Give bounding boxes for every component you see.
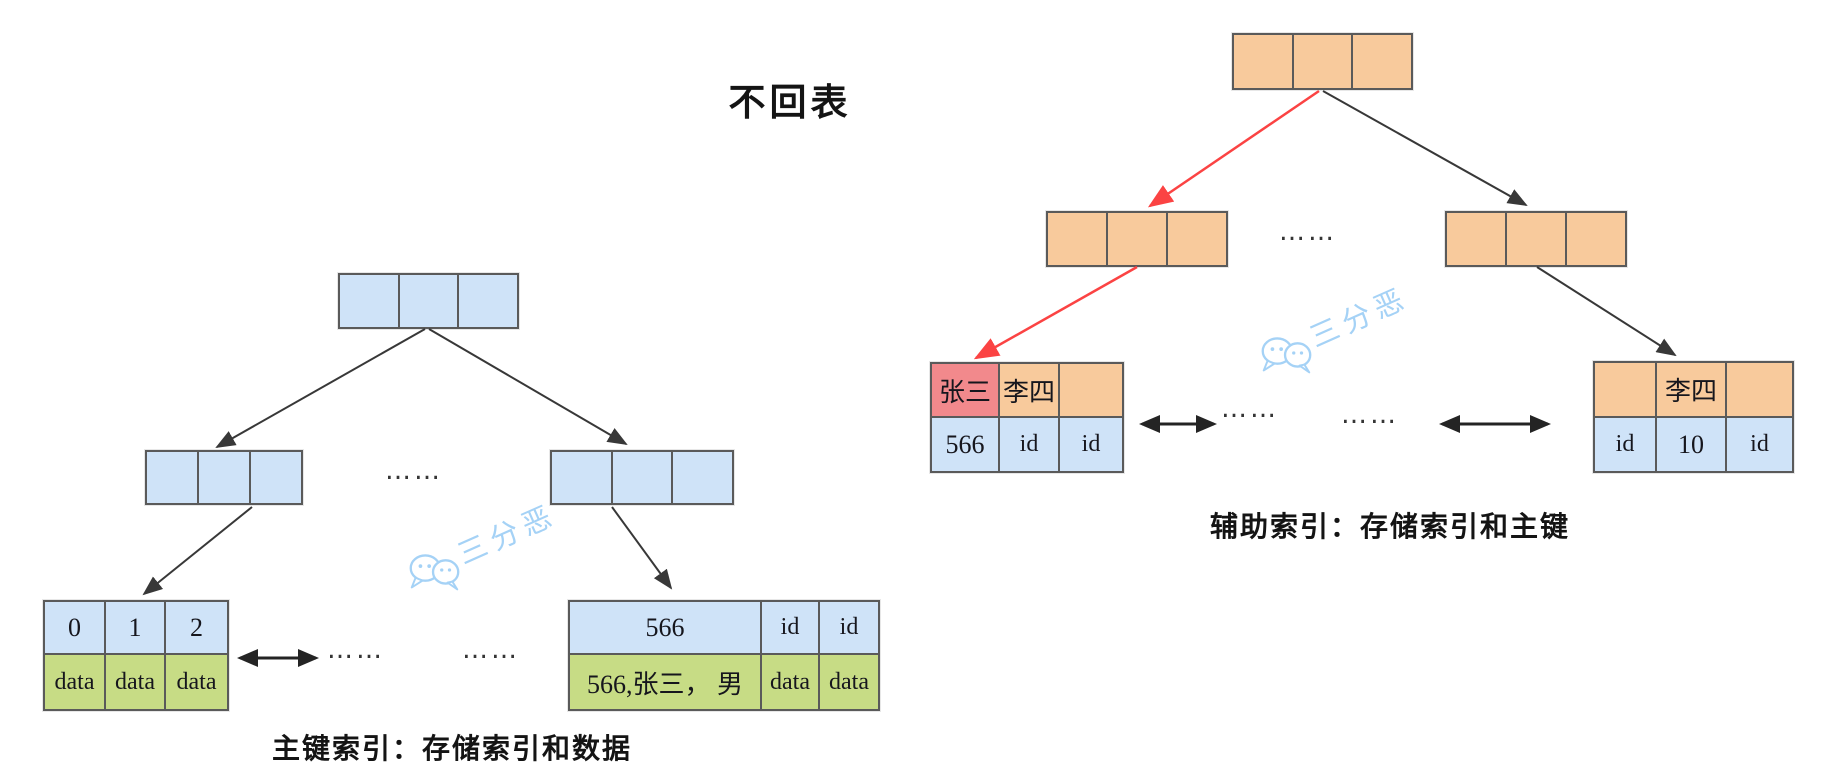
- secondary-index-caption: 辅助索引：存储索引和主键: [1209, 512, 1570, 543]
- primary-leaf-right-table: 566 id id 566,张三， 男 data data: [568, 600, 880, 711]
- watermark: 三分恶: [1255, 282, 1425, 388]
- leaf-key-cell: 1: [106, 602, 166, 655]
- ellipsis-dots: ……: [1221, 394, 1279, 424]
- leaf-key-cell: [1595, 363, 1657, 418]
- node-cell: [1048, 213, 1108, 265]
- primary-mid-to-leaf-right-edge: [611, 506, 673, 590]
- node-cell: [1567, 213, 1625, 265]
- leaf-pk-cell: 566: [932, 418, 1000, 471]
- node-cell: [613, 452, 674, 503]
- leaf-key-cell: [1060, 364, 1122, 418]
- leaf-pk-cell: id: [1060, 418, 1122, 471]
- leaf-pk-cell: id: [1000, 418, 1060, 471]
- primary-root-to-left-edge: [215, 328, 426, 448]
- node-cell: [552, 452, 613, 503]
- ellipsis-dots: ……: [1341, 400, 1399, 430]
- leaf-key-cell: [1727, 363, 1792, 418]
- node-cell: [1108, 213, 1168, 265]
- leaf-pk-cell: id: [1595, 418, 1657, 471]
- leaf-data-cell: 566,张三， 男: [570, 655, 762, 709]
- node-cell: [1447, 213, 1507, 265]
- primary-root-to-right-edge: [428, 328, 628, 446]
- primary-leaf-left-table: 0 1 2 data data data: [43, 600, 229, 711]
- leaf-key-cell: 0: [45, 602, 106, 655]
- ellipsis-dots: ……: [1279, 217, 1337, 247]
- watermark-text: 三分恶: [1305, 282, 1415, 355]
- secondary-root-to-right-edge: [1322, 90, 1528, 206]
- leaf-pk-cell: id: [1727, 418, 1792, 471]
- primary-mid-to-leaf-left-edge: [142, 506, 253, 596]
- primary-mid-right-node: [550, 450, 734, 505]
- leaf-key-cell: id: [762, 602, 820, 655]
- node-cell: [400, 275, 460, 327]
- node-cell: [1168, 213, 1226, 265]
- ellipsis-dots: ……: [462, 635, 520, 665]
- secondary-root-node: [1232, 33, 1413, 90]
- leaf-key-cell: id: [820, 602, 878, 655]
- secondary-root-to-left-edge-red: [1147, 89, 1320, 208]
- ellipsis-dots: ……: [327, 635, 385, 665]
- leaf-data-cell: data: [45, 655, 106, 709]
- node-cell: [1294, 35, 1354, 88]
- node-cell: [340, 275, 400, 327]
- secondary-leaf-left-table: 张三 李四 566 id id: [930, 362, 1124, 473]
- leaf-key-cell: 2: [166, 602, 227, 655]
- watermark-text: 三分恶: [453, 499, 563, 572]
- node-cell: [251, 452, 301, 503]
- leaf-data-cell: data: [762, 655, 820, 709]
- wechat-bubbles-icon: [1261, 337, 1312, 374]
- node-cell: [1507, 213, 1567, 265]
- secondary-leaf-right-table: 李四 id 10 id: [1593, 361, 1794, 473]
- wechat-bubbles-icon: [409, 554, 460, 591]
- primary-mid-left-node: [145, 450, 303, 505]
- leaf-pk-cell: 10: [1657, 418, 1727, 471]
- node-cell: [199, 452, 251, 503]
- primary-root-node: [338, 273, 519, 329]
- leaf-key-cell: 李四: [1657, 363, 1727, 418]
- ellipsis-dots: ……: [385, 456, 443, 486]
- secondary-mid-to-leaf-left-edge-red: [973, 265, 1138, 360]
- leaf-key-cell: 张三: [932, 364, 1000, 418]
- leaf-key-cell: 李四: [1000, 364, 1060, 418]
- node-cell: [147, 452, 199, 503]
- leaf-data-cell: data: [166, 655, 227, 709]
- leaf-data-cell: data: [820, 655, 878, 709]
- leaf-key-cell: 566: [570, 602, 762, 655]
- watermark: 三分恶: [403, 499, 573, 605]
- node-cell: [459, 275, 517, 327]
- node-cell: [1234, 35, 1294, 88]
- node-cell: [1353, 35, 1411, 88]
- primary-index-caption: 主键索引：存储索引和数据: [271, 734, 632, 765]
- secondary-mid-right-node: [1445, 211, 1627, 267]
- node-cell: [673, 452, 732, 503]
- secondary-mid-left-node: [1046, 211, 1228, 267]
- leaf-data-cell: data: [106, 655, 166, 709]
- secondary-mid-to-leaf-right-edge: [1536, 266, 1677, 357]
- page-title: 不回表: [728, 83, 852, 124]
